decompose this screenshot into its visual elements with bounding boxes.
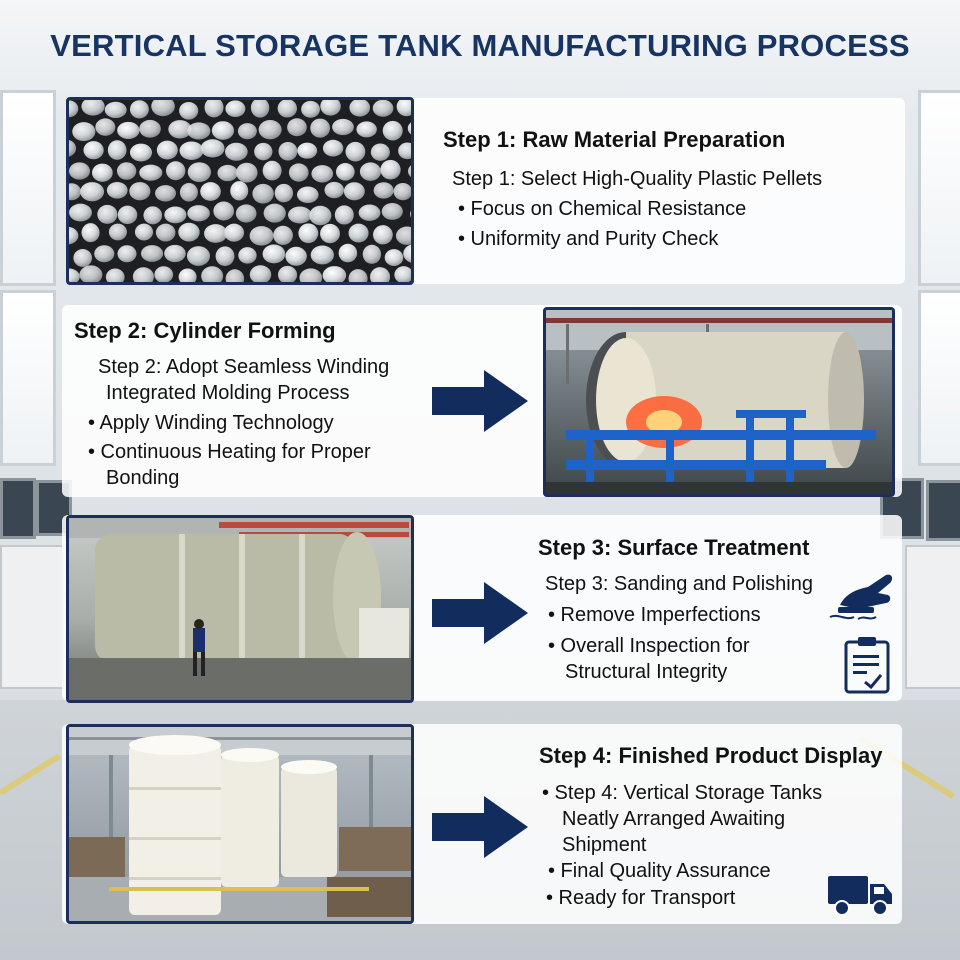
step-3-bullet: • Remove Imperfections xyxy=(548,604,761,626)
right-arrow-icon xyxy=(432,370,528,432)
pellets-illustration xyxy=(69,100,411,282)
surface-tank-illustration xyxy=(69,518,411,700)
right-monitor xyxy=(926,480,960,541)
step-2-line: Step 2: Adopt Seamless Winding xyxy=(98,356,390,378)
large-tank-surface-photo xyxy=(66,515,414,703)
step-4-bullet: • Step 4: Vertical Storage Tanks xyxy=(542,782,823,804)
winding-machine-illustration xyxy=(546,310,892,494)
plastic-pellets-photo xyxy=(66,97,414,285)
left-window-lower xyxy=(0,290,56,466)
right-arrow-icon xyxy=(432,582,528,644)
step-4-line: Neatly Arranged Awaiting xyxy=(562,808,786,830)
step-1-bullet: • Uniformity and Purity Check xyxy=(458,228,719,250)
step-4-line: Shipment xyxy=(562,834,647,856)
step-2-bullet: • Continuous Heating for Proper xyxy=(88,441,371,463)
ceiling xyxy=(0,0,960,110)
step-2-heading: Step 2: Cylinder Forming xyxy=(74,318,336,343)
step-1-bullet: • Focus on Chemical Resistance xyxy=(458,198,747,220)
step-3-heading: Step 3: Surface Treatment xyxy=(538,535,810,560)
delivery-truck-icon xyxy=(828,876,892,916)
step-2-bullet: • Apply Winding Technology xyxy=(88,412,334,434)
step-3-bullet: • Overall Inspection for xyxy=(548,635,750,657)
step-4-heading: Step 4: Finished Product Display xyxy=(539,743,883,768)
step-4-bullet: • Ready for Transport xyxy=(546,887,736,909)
right-window xyxy=(918,90,960,286)
step-3-line: Step 3: Sanding and Polishing xyxy=(545,573,813,595)
finished-tanks-illustration xyxy=(69,727,411,921)
right-workstation xyxy=(905,545,960,689)
page-title: VERTICAL STORAGE TANK MANUFACTURING PROC… xyxy=(50,28,910,63)
right-arrow-icon xyxy=(432,796,528,858)
left-workstation xyxy=(0,545,64,689)
cylinder-winding-machine-photo xyxy=(543,307,895,497)
left-window xyxy=(0,90,56,286)
finished-tanks-warehouse-photo xyxy=(66,724,414,924)
step-1-heading: Step 1: Raw Material Preparation xyxy=(443,127,786,152)
step-2-line: Integrated Molding Process xyxy=(106,382,350,404)
step-1-line: Step 1: Select High-Quality Plastic Pell… xyxy=(452,168,823,190)
step-2-line: Bonding xyxy=(106,467,180,489)
sanding-hand-icon xyxy=(829,574,893,620)
clipboard-check-icon xyxy=(844,637,890,694)
step-3-line: Structural Integrity xyxy=(565,661,728,683)
step-4-bullet: • Final Quality Assurance xyxy=(548,860,771,882)
right-window-lower xyxy=(918,290,960,466)
left-monitor xyxy=(0,478,36,539)
